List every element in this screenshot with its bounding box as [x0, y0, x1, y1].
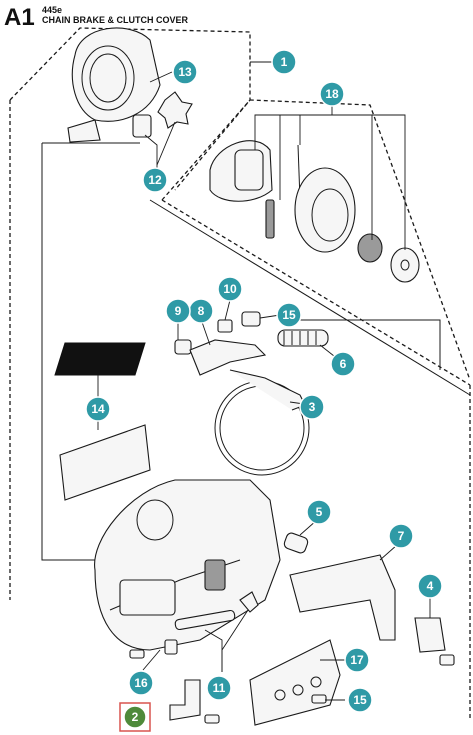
part-sprocket — [132, 91, 193, 138]
callout-12[interactable]: 12 — [142, 167, 168, 193]
svg-text:9: 9 — [175, 304, 182, 318]
svg-text:5: 5 — [316, 505, 323, 519]
model-number: 445e — [42, 5, 63, 15]
callout-16[interactable]: 16 — [128, 670, 154, 696]
selected-part-highlight — [119, 702, 151, 732]
svg-text:14: 14 — [91, 402, 105, 416]
part-chain-brake-cover — [94, 479, 281, 651]
diagram-code: A1 — [4, 4, 35, 31]
callout-9[interactable]: 9 — [165, 298, 191, 324]
svg-text:18: 18 — [325, 87, 339, 101]
callout-13[interactable]: 13 — [172, 59, 198, 85]
part-clutch-cover — [67, 27, 161, 143]
part-rubber-block — [414, 617, 455, 666]
svg-text:1: 1 — [281, 55, 288, 69]
part-brake-linkage — [174, 311, 329, 376]
part-decal — [54, 342, 151, 501]
callout-1[interactable]: 1 — [271, 49, 297, 75]
callout-8[interactable]: 8 — [188, 298, 214, 324]
callout-15-top[interactable]: 15 — [276, 302, 302, 328]
part-brake-band — [214, 369, 310, 476]
part-pin — [283, 532, 309, 554]
diagram-title: CHAIN BRAKE & CLUTCH COVER — [42, 15, 188, 25]
part-tensioner — [169, 679, 220, 724]
callout-10[interactable]: 10 — [217, 276, 243, 302]
callout-17[interactable]: 17 — [344, 647, 370, 673]
callout-3[interactable]: 3 — [299, 394, 325, 420]
svg-text:16: 16 — [134, 676, 148, 690]
svg-text:8: 8 — [198, 304, 205, 318]
svg-text:15: 15 — [353, 693, 367, 707]
callout-7[interactable]: 7 — [388, 523, 414, 549]
svg-text:3: 3 — [309, 400, 316, 414]
callout-18[interactable]: 18 — [319, 81, 345, 107]
callout-4[interactable]: 4 — [417, 573, 443, 599]
callout-11[interactable]: 11 — [206, 675, 232, 701]
svg-text:17: 17 — [350, 653, 364, 667]
svg-text:6: 6 — [340, 357, 347, 371]
callout-14[interactable]: 14 — [85, 396, 111, 422]
callout-5[interactable]: 5 — [306, 499, 332, 525]
part-guide-plate — [249, 639, 341, 726]
svg-text:13: 13 — [178, 65, 192, 79]
callout-2[interactable]: 2 — [123, 705, 147, 729]
svg-text:11: 11 — [213, 681, 226, 695]
svg-text:7: 7 — [398, 529, 405, 543]
svg-text:10: 10 — [223, 282, 237, 296]
callout-15-bottom[interactable]: 15 — [347, 687, 373, 713]
svg-text:2: 2 — [132, 710, 139, 724]
assembly-outline — [9, 27, 471, 720]
part-bar-bolts — [129, 591, 259, 659]
svg-text:15: 15 — [282, 308, 296, 322]
callout-6[interactable]: 6 — [330, 351, 356, 377]
part-clutch-assembly — [209, 140, 420, 283]
part-hand-guard — [289, 554, 396, 641]
svg-text:12: 12 — [148, 173, 162, 187]
svg-text:4: 4 — [427, 579, 434, 593]
